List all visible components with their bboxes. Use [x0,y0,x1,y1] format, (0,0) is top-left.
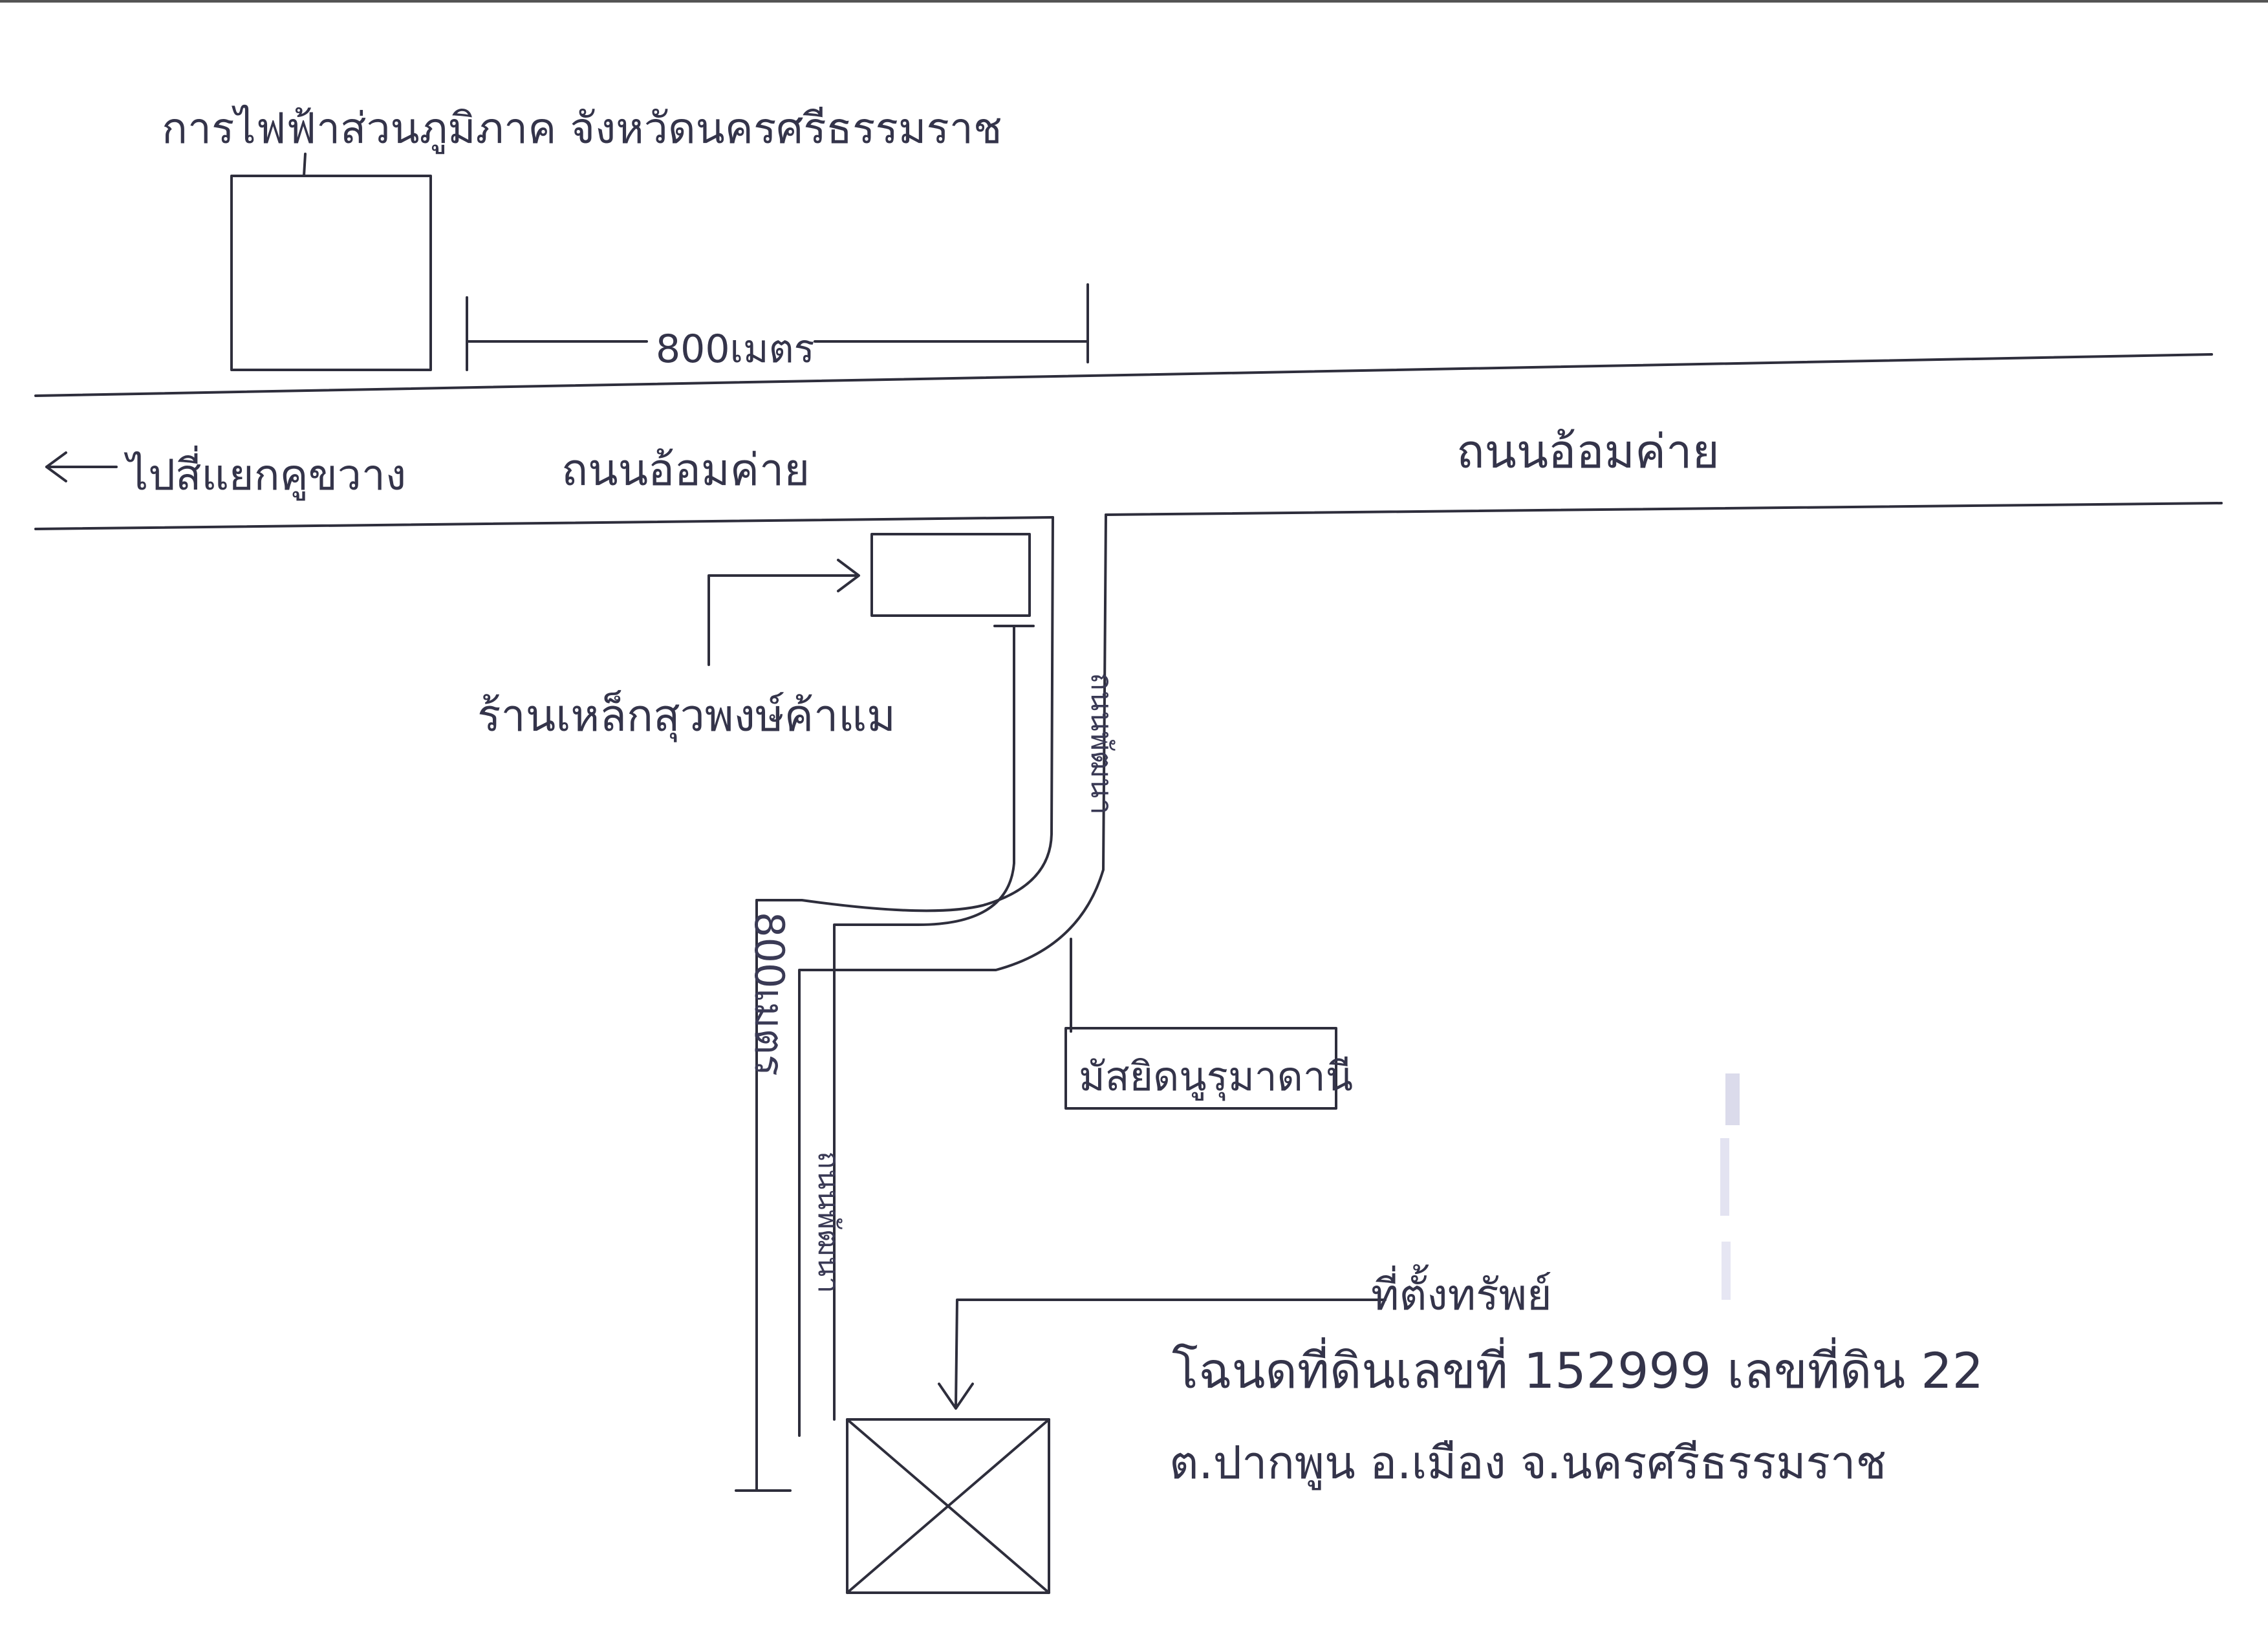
hardware-shop-building [707,533,1031,666]
distance-label-side: 800เมตร [746,912,793,1076]
soi-label-lower: ถนนพัฒนา [812,1151,847,1293]
distance-dimension-side [735,899,792,1492]
road-label-left: ถนนอ้อมค่าย [561,445,810,496]
distance-label-top: 800เมตร [656,327,815,372]
pea-office-label: การไฟฟ้าส่วนภูมิภาค จังหวัดนครศรีธรรมราช [162,103,1002,153]
property-label: ที่ตั้งทรัพย์ [1371,1270,1552,1320]
scan-smudge [1720,1073,1740,1300]
property-plot-marker [846,1418,1050,1594]
pea-office-building [230,153,432,371]
side-road-soi [755,513,1107,1437]
distance-dimension-top [466,283,1089,371]
property-pointer-arrow [938,1299,1387,1410]
main-road-om-khai [34,353,2223,530]
to-intersection-label: ไปสี่แยกคูขวาง [127,450,407,500]
mosque-building [1064,1027,1337,1110]
hardware-shop-label: ร้านเหล็กสุวพงษ์ค้าแม [477,691,896,742]
title-deed-label: โฉนดที่ดินเลขที่ 152999 เลขที่ดิน 22 [1172,1342,1984,1399]
soi-label-upper: ถนนพัฒนา [1085,673,1119,815]
address-label: ต.ปากพูน อ.เมือง จ.นครศรีธรรมราช [1169,1436,1886,1489]
mosque-label: มัสยิดนูรุมาดานี [1079,1053,1354,1100]
left-arrow-icon [45,451,118,482]
road-label-right: ถนนอ้อมค่าย [1456,424,1720,479]
